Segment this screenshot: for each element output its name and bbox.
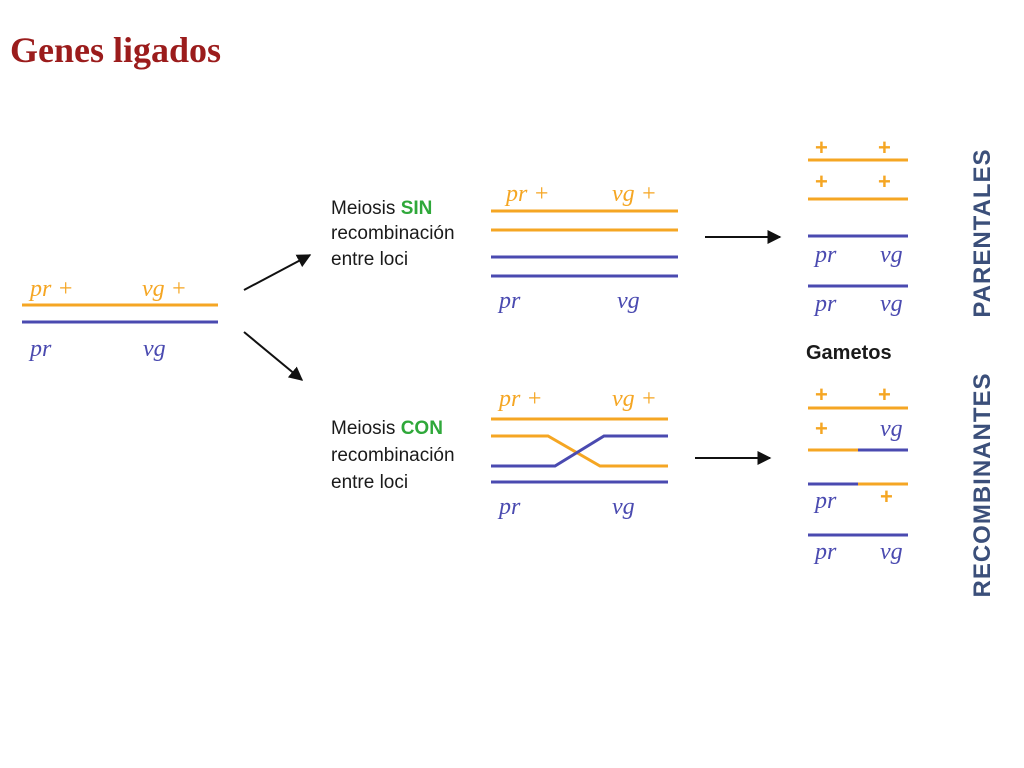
gamete-r2-plus: + — [815, 416, 828, 441]
gamete-p3-pr-label: pr — [813, 242, 837, 268]
gamete-r1-right-plus: + — [878, 382, 891, 407]
svg-text:Meiosis CON: Meiosis CON — [331, 418, 443, 439]
parent-vg-label: vg — [143, 336, 166, 362]
parent-vg-plus-label: vg + — [142, 276, 187, 302]
meiosis-sin-line2: recombinación — [331, 223, 455, 244]
gamete-p4-vg-label: vg — [880, 291, 903, 317]
meiosis-sin-keyword: SIN — [401, 198, 433, 219]
gamete-p2-left-plus: + — [815, 169, 828, 194]
gametes-recombinant: + + + vg pr + pr vg — [808, 382, 908, 565]
sin-pr-plus-label: pr + — [504, 181, 550, 207]
recombinantes-label: RECOMBINANTES — [969, 372, 996, 597]
gamete-p1-right-plus: + — [878, 135, 891, 160]
gamete-r1-left-plus: + — [815, 382, 828, 407]
arrow-to-meiosis-con — [243, 331, 304, 381]
meiosis-sin-prefix: Meiosis — [331, 198, 401, 219]
svg-text:Meiosis SIN: Meiosis SIN — [331, 198, 432, 219]
sin-vg-label: vg — [617, 288, 640, 314]
parent-pr-plus-label: pr + — [28, 276, 74, 302]
gametes-parental: + + + + pr vg pr vg — [808, 135, 908, 317]
con-blue-chromatid-recombinant — [491, 434, 668, 468]
slide-title: Genes ligados — [10, 30, 222, 70]
con-vg-plus-label: vg + — [612, 386, 657, 412]
sin-vg-plus-label: vg + — [612, 181, 657, 207]
gamete-r3-plus: + — [880, 484, 893, 509]
con-vg-label: vg — [612, 494, 635, 520]
gamete-r4-pr-label: pr — [813, 539, 837, 565]
con-pr-plus-label: pr + — [497, 386, 543, 412]
gamete-r2-vg-label: vg — [880, 416, 903, 442]
gamete-r3-pr-label: pr — [813, 488, 837, 514]
gamete-p4-pr-label: pr — [813, 291, 837, 317]
arrow-to-meiosis-sin — [243, 254, 312, 291]
meiosis-sin-chromatids: pr + vg + pr vg — [491, 181, 678, 314]
parent-chromosome-pair: pr + vg + pr vg — [22, 276, 218, 362]
meiosis-con-line3: entre loci — [331, 472, 408, 493]
meiosis-con-chromatids: pr + vg + pr vg — [491, 386, 668, 520]
gamete-p2-right-plus: + — [878, 169, 891, 194]
meiosis-con-line2: recombinación — [331, 445, 455, 466]
con-orange-chromatid-recombinant — [491, 434, 668, 468]
meiosis-con-prefix: Meiosis — [331, 418, 401, 439]
gamete-r4-vg-label: vg — [880, 539, 903, 565]
gametos-label: Gametos — [806, 342, 892, 364]
gamete-p3-vg-label: vg — [880, 242, 903, 268]
sin-pr-label: pr — [497, 288, 521, 314]
meiosis-sin-line3: entre loci — [331, 249, 408, 270]
parent-pr-label: pr — [28, 336, 52, 362]
con-pr-label: pr — [497, 494, 521, 520]
parentales-label: PARENTALES — [969, 148, 996, 317]
meiosis-sin-label: Meiosis SIN recombinación entre loci — [331, 198, 455, 270]
meiosis-con-label: Meiosis CON recombinación entre loci — [331, 418, 455, 493]
gamete-p1-left-plus: + — [815, 135, 828, 160]
meiosis-con-keyword: CON — [401, 418, 443, 439]
